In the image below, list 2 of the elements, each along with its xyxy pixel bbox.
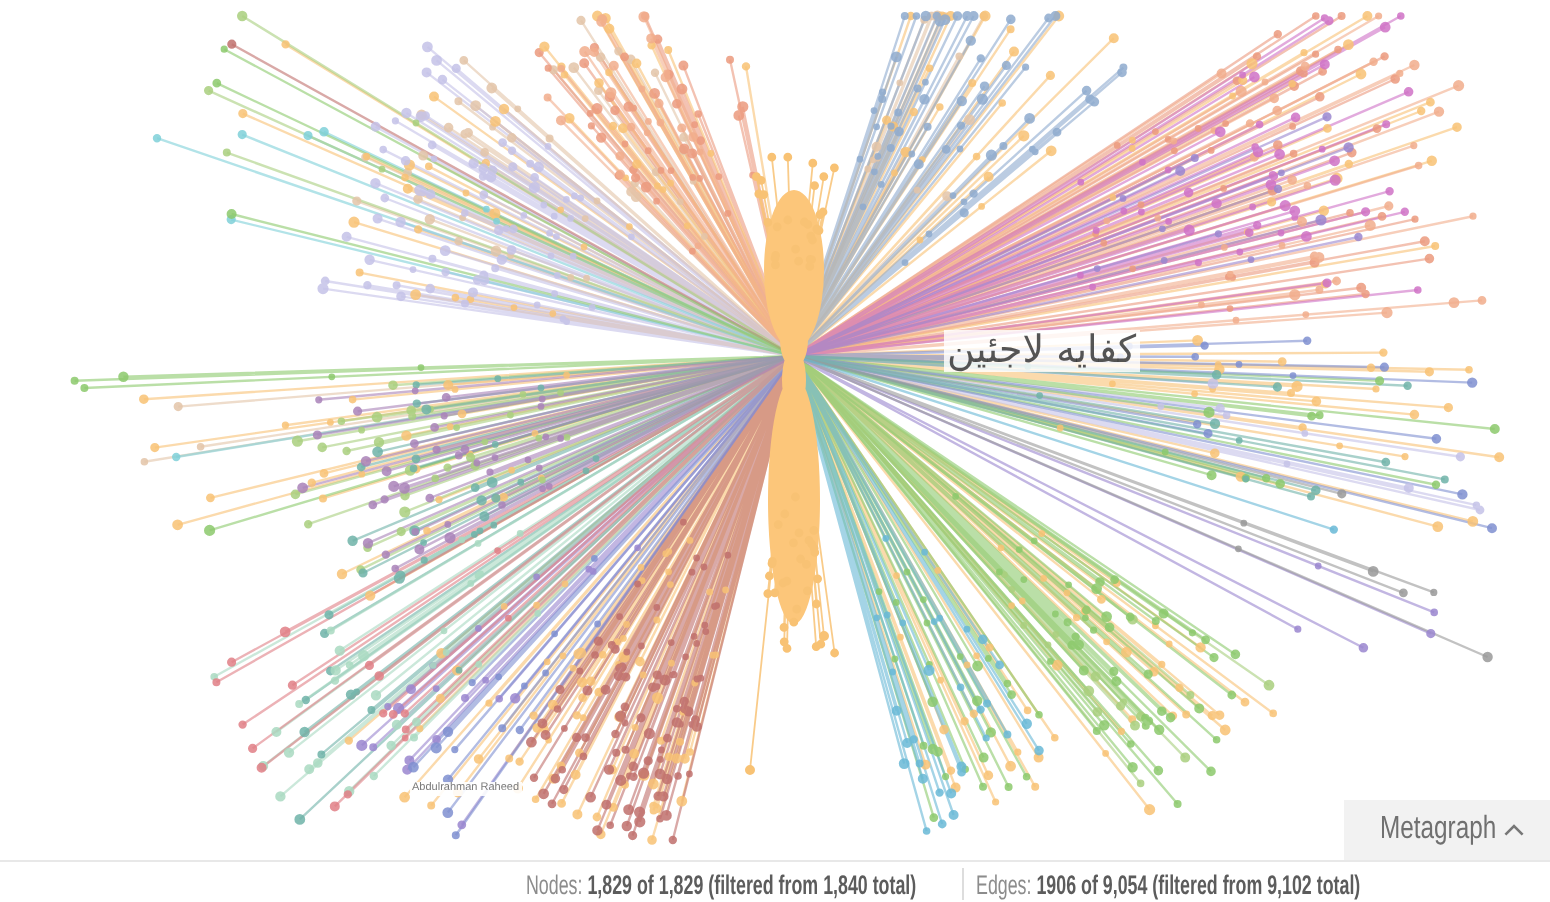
edge-count-text: Edges: 1906 of 9,054 (filtered from 9,102 total) (976, 872, 1361, 899)
node-count-text: Nodes: 1,829 of 1,829 (filtered from 1,840 total) (526, 872, 917, 899)
